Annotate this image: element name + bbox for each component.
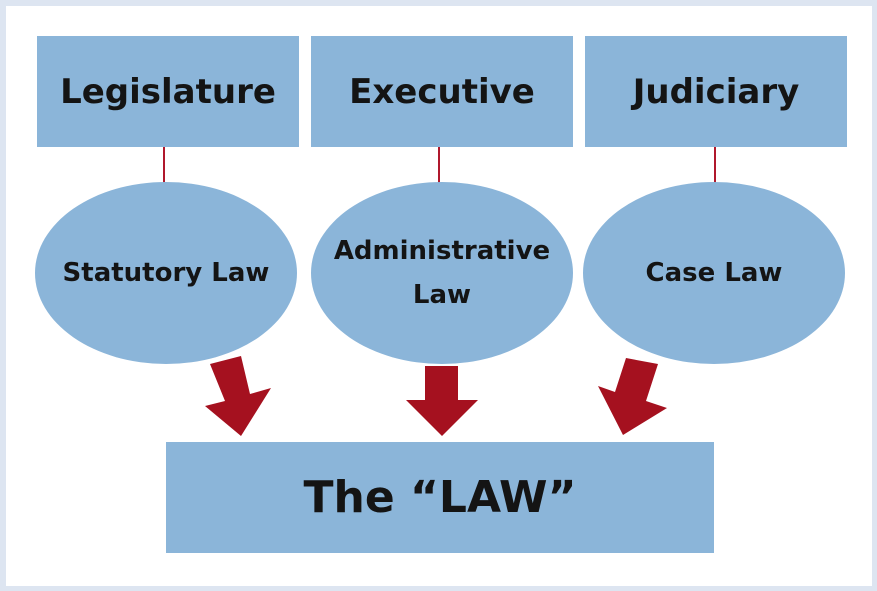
legislature-connector	[163, 147, 165, 184]
judiciary-connector	[714, 147, 716, 184]
arrow-center	[406, 366, 478, 436]
executive-connector	[438, 147, 440, 184]
case-law-ellipse: Case Law	[583, 182, 845, 364]
executive-box: Executive	[311, 36, 573, 147]
arrow-left	[205, 356, 271, 436]
administrative-law-ellipse: Administrative Law	[311, 182, 573, 364]
legislature-box: Legislature	[37, 36, 299, 147]
law-result-box: The “LAW”	[166, 442, 714, 553]
arrow-right	[598, 358, 667, 435]
statutory-law-ellipse: Statutory Law	[35, 182, 297, 364]
judiciary-box: Judiciary	[585, 36, 847, 147]
